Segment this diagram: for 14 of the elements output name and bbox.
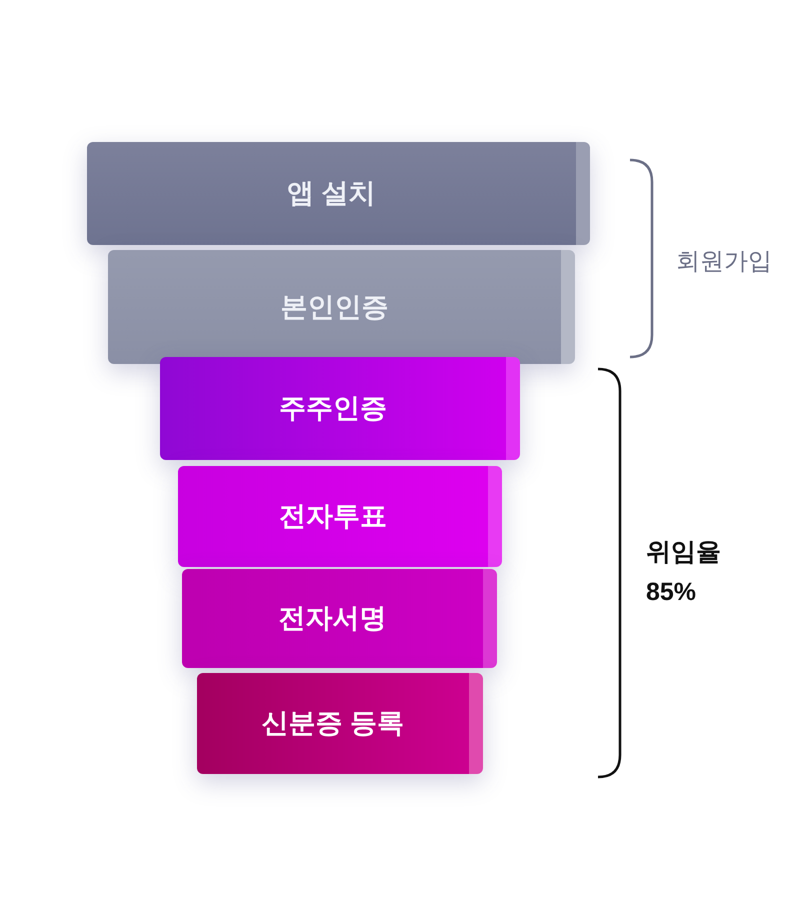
bar-label: 본인인증 (280, 290, 388, 324)
funnel-bar (182, 569, 497, 668)
funnel-bar (87, 142, 590, 245)
bar-label: 주주인증 (279, 392, 387, 426)
funnel-bar (160, 357, 520, 460)
bar-label: 전자서명 (278, 602, 386, 636)
funnel-bar (178, 466, 502, 567)
bar-label: 전자투표 (279, 500, 387, 534)
funnel-bar (197, 673, 483, 774)
bar-label: 앱 설치 (287, 177, 376, 210)
bracket-label: 위임율 85% (646, 537, 722, 608)
funnel-bar (108, 250, 575, 364)
bar-label: 신분증 등록 (262, 707, 404, 740)
bracket-label: 회원가입 (676, 247, 772, 277)
